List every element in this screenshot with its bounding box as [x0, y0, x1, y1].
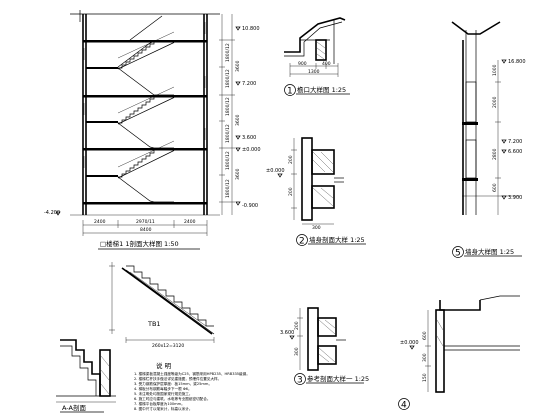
detail-1-title: 檐口大样图 1:25: [297, 85, 346, 94]
dim-label: 2800: [492, 148, 498, 160]
stair-detail-title: TB1: [147, 320, 161, 328]
detail-number: 5: [455, 249, 461, 259]
bottom-dim: 2970/11: [136, 219, 155, 225]
level-label: -4.200: [44, 210, 60, 216]
level-label: ±0.000: [266, 168, 285, 174]
dim-label: 300: [294, 347, 300, 356]
flight-dim: 1800/12: [225, 124, 231, 143]
dim-label: 300: [312, 225, 321, 231]
stair-tb1-detail: [109, 262, 215, 343]
note-line: 2. 楼梯栏杆扶手做法详见建施图，预埋件位置见大样。: [134, 376, 221, 381]
dim-label: 300: [422, 353, 428, 362]
dim-label: 1300: [308, 69, 320, 75]
note-line: 4. 梯板分布钢筋每踏步下一根 Φ6。: [134, 386, 192, 391]
flight-dim: 1800/12: [225, 179, 231, 198]
detail-5-wall: [451, 21, 520, 258]
detail-3-title: 参考剖面大样一 1:25: [307, 374, 369, 383]
flight-dim: 1800/12: [225, 69, 231, 88]
dim-label: 200: [288, 155, 294, 164]
level-label: 7.200: [242, 81, 256, 87]
corner-detail: [56, 339, 116, 403]
note-line: 1. 楼梯梁板混凝土强度等级为C25，钢筋采用HPB235、HRB335级钢。: [134, 371, 250, 376]
notes-heading: 说 明: [156, 361, 172, 370]
level-label: -0.900: [242, 203, 258, 209]
bottom-dim: 8400: [140, 227, 152, 233]
floor-dim: 3600: [235, 114, 241, 126]
level-label: 16.800: [508, 59, 526, 65]
detail-number: 2: [299, 237, 305, 247]
dim-label: 200: [288, 187, 294, 196]
detail-2-title: 墙身剖面大样 1:25: [309, 235, 365, 244]
detail-4-section: [398, 295, 520, 410]
level-label: 3.900: [508, 195, 522, 201]
flight-dim: 1800/12: [225, 97, 231, 116]
detail-number: 1: [287, 87, 293, 97]
detail-number: 3: [297, 376, 303, 386]
note-line: 8. 图中尺寸以毫米计，标高以米计。: [134, 406, 192, 411]
dim-label: 600: [492, 183, 498, 192]
note-line: 3. 受力钢筋保护层厚度：板15mm，梁25mm。: [134, 381, 212, 386]
level-label: 7.200: [508, 139, 522, 145]
flight-dim: 1800/12: [225, 43, 231, 62]
corner-detail-title: A-A剖面: [62, 403, 86, 412]
level-label: 10.800: [242, 26, 260, 32]
level-label: 6.600: [508, 149, 522, 155]
dim-label: 900: [298, 61, 307, 67]
stair-section: [55, 10, 241, 236]
level-label: ±0.000: [400, 340, 419, 346]
note-line: 5. 未注明处均按国家现行规范施工。: [134, 391, 192, 396]
detail-number: 4: [401, 401, 407, 411]
detail-1-eave: [284, 17, 346, 96]
floor-dim: 3600: [235, 168, 241, 180]
level-label: ±0.000: [242, 147, 261, 153]
dim-label: 260x12=3120: [152, 343, 184, 349]
dim-label: 200: [294, 321, 300, 330]
dim-label: 150: [422, 373, 428, 382]
stair-section-title: □楼梯1 1剖面大样图 1:50: [100, 239, 179, 248]
dim-label: 400: [322, 61, 331, 67]
detail-3-section: [289, 307, 346, 385]
note-line: 6. 施工时应与建筑、水电等专业图纸密切配合。: [134, 396, 210, 401]
floor-dim: 3600: [235, 60, 241, 72]
dim-label: 600: [422, 331, 428, 340]
notes-block: 说 明 1. 楼梯梁板混凝土强度等级为C25，钢筋采用HPB235、HRB335…: [134, 361, 250, 411]
note-line: 7. 楼梯平台板厚度为100mm。: [134, 401, 185, 406]
flight-dim: 1800/12: [225, 151, 231, 170]
dim-label: 2000: [492, 96, 498, 108]
detail-2-wall: [277, 137, 344, 246]
dim-label: 1000: [492, 64, 498, 76]
level-label: 3.600: [280, 330, 294, 336]
bottom-dim: 2400: [184, 219, 196, 225]
level-label: 3.600: [242, 135, 256, 141]
detail-5-title: 墙身大样图 1:25: [465, 247, 514, 256]
bottom-dim: 2400: [94, 219, 106, 225]
